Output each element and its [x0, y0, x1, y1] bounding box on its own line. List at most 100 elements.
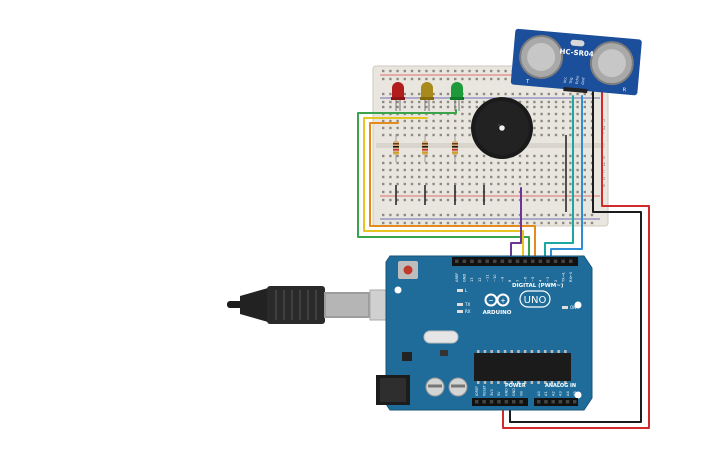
breadboard-hole	[526, 92, 529, 96]
breadboard-hole	[569, 92, 572, 96]
breadboard-hole	[403, 100, 406, 104]
sensor-pin-label: Echo	[575, 76, 580, 85]
header-pin[interactable]	[482, 400, 486, 404]
usb-cable[interactable]	[227, 286, 395, 324]
header-pin[interactable]	[500, 259, 505, 264]
breadboard-hole	[490, 69, 493, 73]
breadboard-hole	[410, 198, 414, 202]
resistor-1[interactable]	[393, 134, 399, 162]
breadboard-hole	[583, 92, 586, 96]
breadboard-hole	[418, 105, 421, 109]
header-pin[interactable]	[561, 259, 565, 264]
breadboard-hole	[518, 175, 522, 179]
breadboard-hole	[410, 221, 414, 225]
breadboard-hole	[497, 92, 500, 96]
breadboard-hole	[547, 154, 550, 158]
header-pin[interactable]	[470, 259, 474, 264]
header-pin[interactable]	[504, 400, 509, 404]
wire-purple	[510, 187, 522, 260]
header-pin[interactable]	[558, 400, 563, 404]
breadboard-hole	[454, 77, 457, 81]
breadboard-hole	[468, 133, 471, 137]
breadboard-hole	[410, 77, 414, 81]
header-pin[interactable]	[512, 400, 516, 404]
header-pin[interactable]	[455, 259, 459, 264]
resistor-2[interactable]	[422, 134, 428, 162]
breadboard-hole	[569, 190, 572, 194]
breadboard-hole	[403, 119, 406, 123]
ultrasonic-sensor[interactable]: HC-SR04 T R Vcc Trig Echo Gnd	[510, 28, 642, 98]
header-pin[interactable]	[519, 400, 523, 404]
breadboard-hole	[410, 213, 414, 217]
led-red[interactable]	[391, 82, 405, 111]
breadboard-hole	[490, 92, 493, 96]
breadboard-hole	[482, 77, 486, 81]
piezo-buzzer[interactable]	[471, 97, 533, 159]
breadboard-hole	[446, 133, 450, 137]
breadboard-hole	[432, 92, 435, 96]
breadboard-hole	[583, 221, 586, 225]
breadboard-hole	[533, 154, 536, 158]
breadboard-hole	[461, 154, 464, 158]
breadboard-hole	[562, 126, 565, 130]
breadboard-hole	[511, 213, 514, 217]
header-pin[interactable]	[569, 259, 573, 264]
breadboard-hole	[569, 105, 572, 109]
resistor-3[interactable]	[452, 134, 458, 162]
breadboard-hole	[389, 154, 392, 158]
breadboard-hole	[533, 221, 536, 225]
breadboard-hole	[533, 175, 536, 179]
breadboard-hole	[511, 168, 514, 172]
header-pin[interactable]	[565, 400, 570, 404]
header-pin[interactable]	[538, 259, 543, 264]
breadboard-hole	[382, 154, 385, 158]
breadboard-hole	[403, 198, 406, 202]
breadboard-hole	[461, 119, 464, 123]
breadboard-hole	[439, 105, 442, 109]
header-pin[interactable]	[537, 400, 541, 404]
breadboard-hole	[439, 161, 442, 165]
led-green[interactable]	[450, 82, 464, 111]
header-pin[interactable]	[531, 259, 535, 264]
breadboard-hole	[576, 182, 579, 186]
wire-orange	[369, 122, 536, 260]
sensor-t-label: T	[525, 79, 531, 85]
led-yellow[interactable]	[420, 82, 434, 111]
breadboard-hole	[583, 100, 586, 104]
header-pin[interactable]	[544, 400, 548, 404]
header-pin[interactable]	[497, 400, 501, 404]
breadboard-hole	[482, 161, 486, 165]
breadboard-hole	[389, 77, 392, 81]
header-pin[interactable]	[508, 259, 512, 264]
header-pin[interactable]	[462, 259, 467, 264]
digital-pin-label: 7	[516, 280, 520, 282]
header-pin[interactable]	[523, 259, 527, 264]
breadboard-hole	[439, 92, 442, 96]
breadboard-hole	[547, 198, 550, 202]
digital-pin-label: ~5	[531, 277, 535, 282]
breadboard-hole	[540, 161, 543, 165]
breadboard-hole	[569, 133, 572, 137]
breadboard-hole	[389, 168, 392, 172]
header-pin[interactable]	[489, 400, 494, 404]
header-pin[interactable]	[553, 259, 558, 264]
breadboard-hole	[526, 182, 529, 186]
breadboard-hole	[540, 198, 543, 202]
header-pin[interactable]	[515, 259, 520, 264]
header-pin[interactable]	[493, 259, 497, 264]
header-pin[interactable]	[551, 400, 555, 404]
breadboard-hole	[446, 221, 450, 225]
breadboard-hole	[396, 154, 399, 158]
header-pin[interactable]	[475, 400, 479, 404]
breadboard-hole	[497, 168, 500, 172]
header-pin[interactable]	[485, 259, 489, 264]
header-pin[interactable]	[546, 259, 550, 264]
header-pin[interactable]	[573, 400, 577, 404]
breadboard-hole	[590, 213, 594, 217]
breadboard-hole	[569, 221, 572, 225]
breadboard-hole	[562, 190, 565, 194]
header-pin[interactable]	[477, 259, 482, 264]
row-letter: b	[602, 176, 605, 182]
